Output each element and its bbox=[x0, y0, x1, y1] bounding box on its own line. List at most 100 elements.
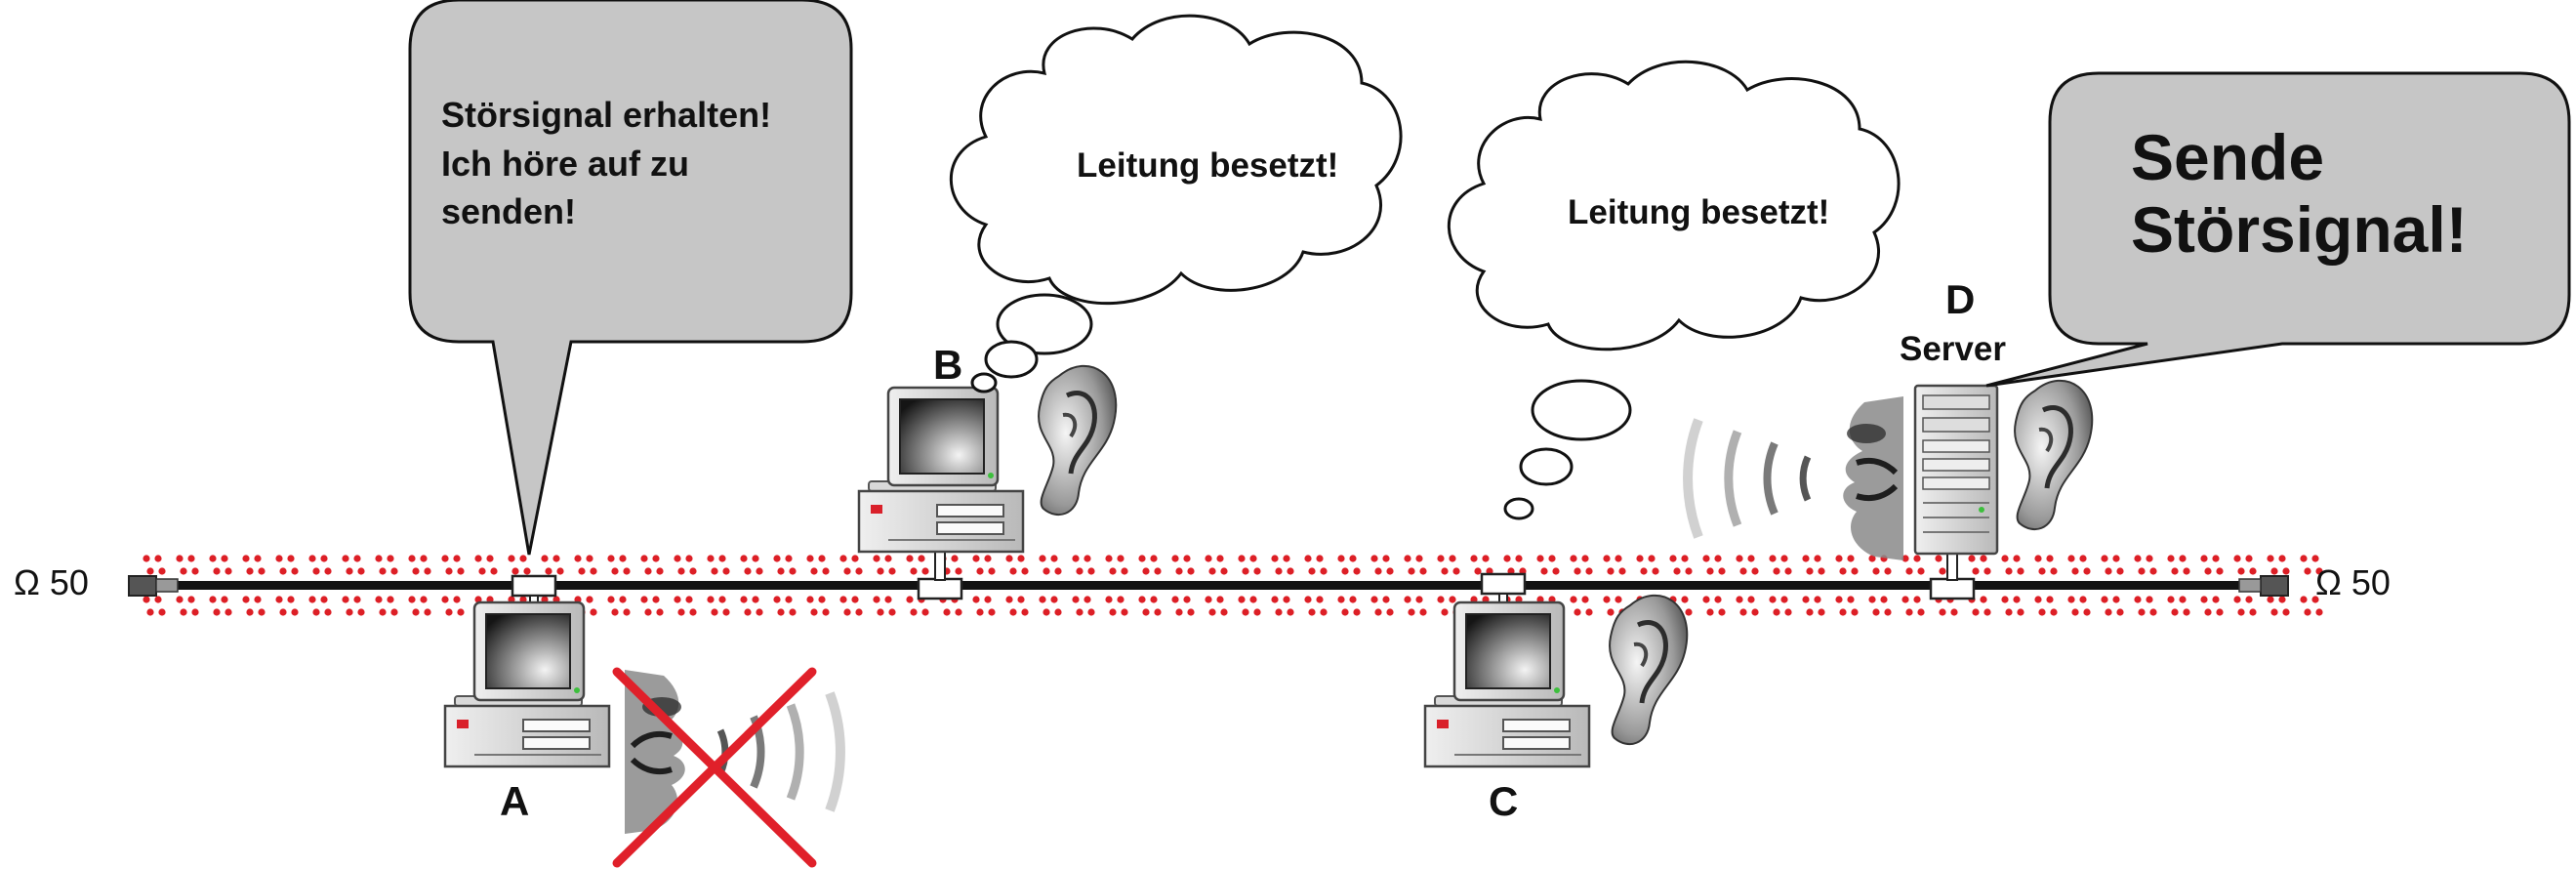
signal-dot bbox=[586, 555, 593, 562]
signal-dot bbox=[1287, 608, 1294, 616]
signal-dot bbox=[1374, 608, 1382, 616]
signal-dot bbox=[1072, 555, 1080, 562]
signal-dot bbox=[976, 608, 984, 616]
signal-dot bbox=[154, 596, 162, 603]
signal-dot bbox=[2270, 567, 2278, 575]
signal-dot bbox=[390, 567, 398, 575]
signal-dot bbox=[1117, 555, 1124, 562]
signal-dot bbox=[1009, 608, 1017, 616]
signal-dot bbox=[590, 608, 597, 616]
signal-dot bbox=[1702, 596, 1710, 603]
signal-dot bbox=[412, 567, 420, 575]
signal-dot bbox=[1685, 608, 1693, 616]
signal-dot bbox=[320, 596, 328, 603]
signal-dot bbox=[1847, 596, 1855, 603]
signal-dot bbox=[1917, 567, 1925, 575]
signal-dot bbox=[2005, 608, 2013, 616]
signal-dot bbox=[2146, 555, 2153, 562]
signal-dot bbox=[1437, 596, 1445, 603]
signal-dot bbox=[1175, 608, 1183, 616]
signal-dot bbox=[1607, 608, 1615, 616]
signal-dot bbox=[910, 608, 918, 616]
signal-dot bbox=[1901, 596, 1909, 603]
signal-dot bbox=[1872, 567, 1880, 575]
signal-dot bbox=[2167, 596, 2175, 603]
signal-dot bbox=[1581, 596, 1589, 603]
signal-dot bbox=[972, 555, 980, 562]
station-label-d: D bbox=[1945, 276, 1976, 322]
signal-dot bbox=[623, 567, 631, 575]
signal-dot bbox=[2216, 608, 2224, 616]
signal-dot bbox=[424, 608, 431, 616]
t-connector-a bbox=[511, 574, 557, 598]
signal-dot bbox=[1570, 555, 1577, 562]
signal-dot bbox=[1171, 596, 1179, 603]
signal-dot bbox=[2245, 596, 2253, 603]
speech-bubble-d bbox=[1985, 71, 2571, 388]
signal-dot bbox=[523, 567, 531, 575]
signal-dot bbox=[1669, 555, 1677, 562]
signal-dot bbox=[921, 608, 929, 616]
signal-dot bbox=[1349, 596, 1357, 603]
signal-dot bbox=[478, 567, 486, 575]
signal-dot bbox=[740, 596, 748, 603]
signal-dot bbox=[752, 596, 759, 603]
signal-dot bbox=[619, 555, 627, 562]
signal-dot bbox=[1408, 567, 1415, 575]
signal-dot bbox=[988, 608, 996, 616]
signal-dot bbox=[221, 555, 228, 562]
signal-dot bbox=[1242, 567, 1249, 575]
signal-dot bbox=[187, 555, 195, 562]
signal-dot bbox=[921, 567, 929, 575]
station-label-c: C bbox=[1489, 778, 1519, 824]
signal-dot bbox=[1341, 567, 1349, 575]
signal-dot bbox=[1316, 555, 1324, 562]
signal-dot bbox=[2116, 567, 2124, 575]
signal-dot bbox=[1208, 608, 1216, 616]
signal-dot bbox=[1187, 567, 1195, 575]
signal-dot bbox=[1039, 596, 1046, 603]
signal-dot bbox=[1474, 567, 1482, 575]
signal-dot bbox=[1320, 608, 1328, 616]
signal-dot bbox=[1076, 608, 1084, 616]
computer-a-icon bbox=[443, 600, 611, 768]
signal-dot bbox=[806, 596, 814, 603]
signal-dot bbox=[556, 567, 564, 575]
signal-dot bbox=[685, 596, 693, 603]
signal-dot bbox=[279, 567, 287, 575]
signal-dot bbox=[242, 555, 250, 562]
signal-dot bbox=[320, 555, 328, 562]
signal-dot bbox=[1216, 555, 1224, 562]
signal-dot bbox=[1968, 555, 1976, 562]
signal-dot bbox=[756, 608, 763, 616]
terminator-label-right: Ω 50 bbox=[2315, 562, 2391, 602]
signal-dot bbox=[1581, 555, 1589, 562]
signal-dot bbox=[441, 555, 449, 562]
signal-dot bbox=[744, 608, 752, 616]
signal-dot bbox=[972, 596, 980, 603]
signal-dot bbox=[2071, 608, 2079, 616]
signal-dot bbox=[408, 555, 416, 562]
signal-dot bbox=[1308, 608, 1316, 616]
signal-dot bbox=[2270, 608, 2278, 616]
signal-dot bbox=[2233, 555, 2241, 562]
signal-dot bbox=[1238, 596, 1246, 603]
ear-b-icon bbox=[1039, 366, 1116, 515]
signal-dot bbox=[2038, 608, 2046, 616]
signal-dot bbox=[2146, 596, 2153, 603]
signal-dot bbox=[1515, 555, 1523, 562]
signal-dot bbox=[607, 555, 615, 562]
signal-dot bbox=[1308, 567, 1316, 575]
signal-dot bbox=[1441, 608, 1449, 616]
signal-dot bbox=[1972, 608, 1980, 616]
signal-dot bbox=[1851, 567, 1859, 575]
signal-dot bbox=[855, 567, 863, 575]
signal-dot bbox=[839, 555, 847, 562]
signal-dot bbox=[2267, 555, 2274, 562]
signal-dot bbox=[146, 608, 154, 616]
signal-dot bbox=[291, 608, 299, 616]
signal-dot bbox=[2134, 555, 2142, 562]
signal-dot bbox=[1603, 596, 1611, 603]
signal-dot bbox=[1615, 555, 1622, 562]
signal-dot bbox=[1706, 567, 1714, 575]
